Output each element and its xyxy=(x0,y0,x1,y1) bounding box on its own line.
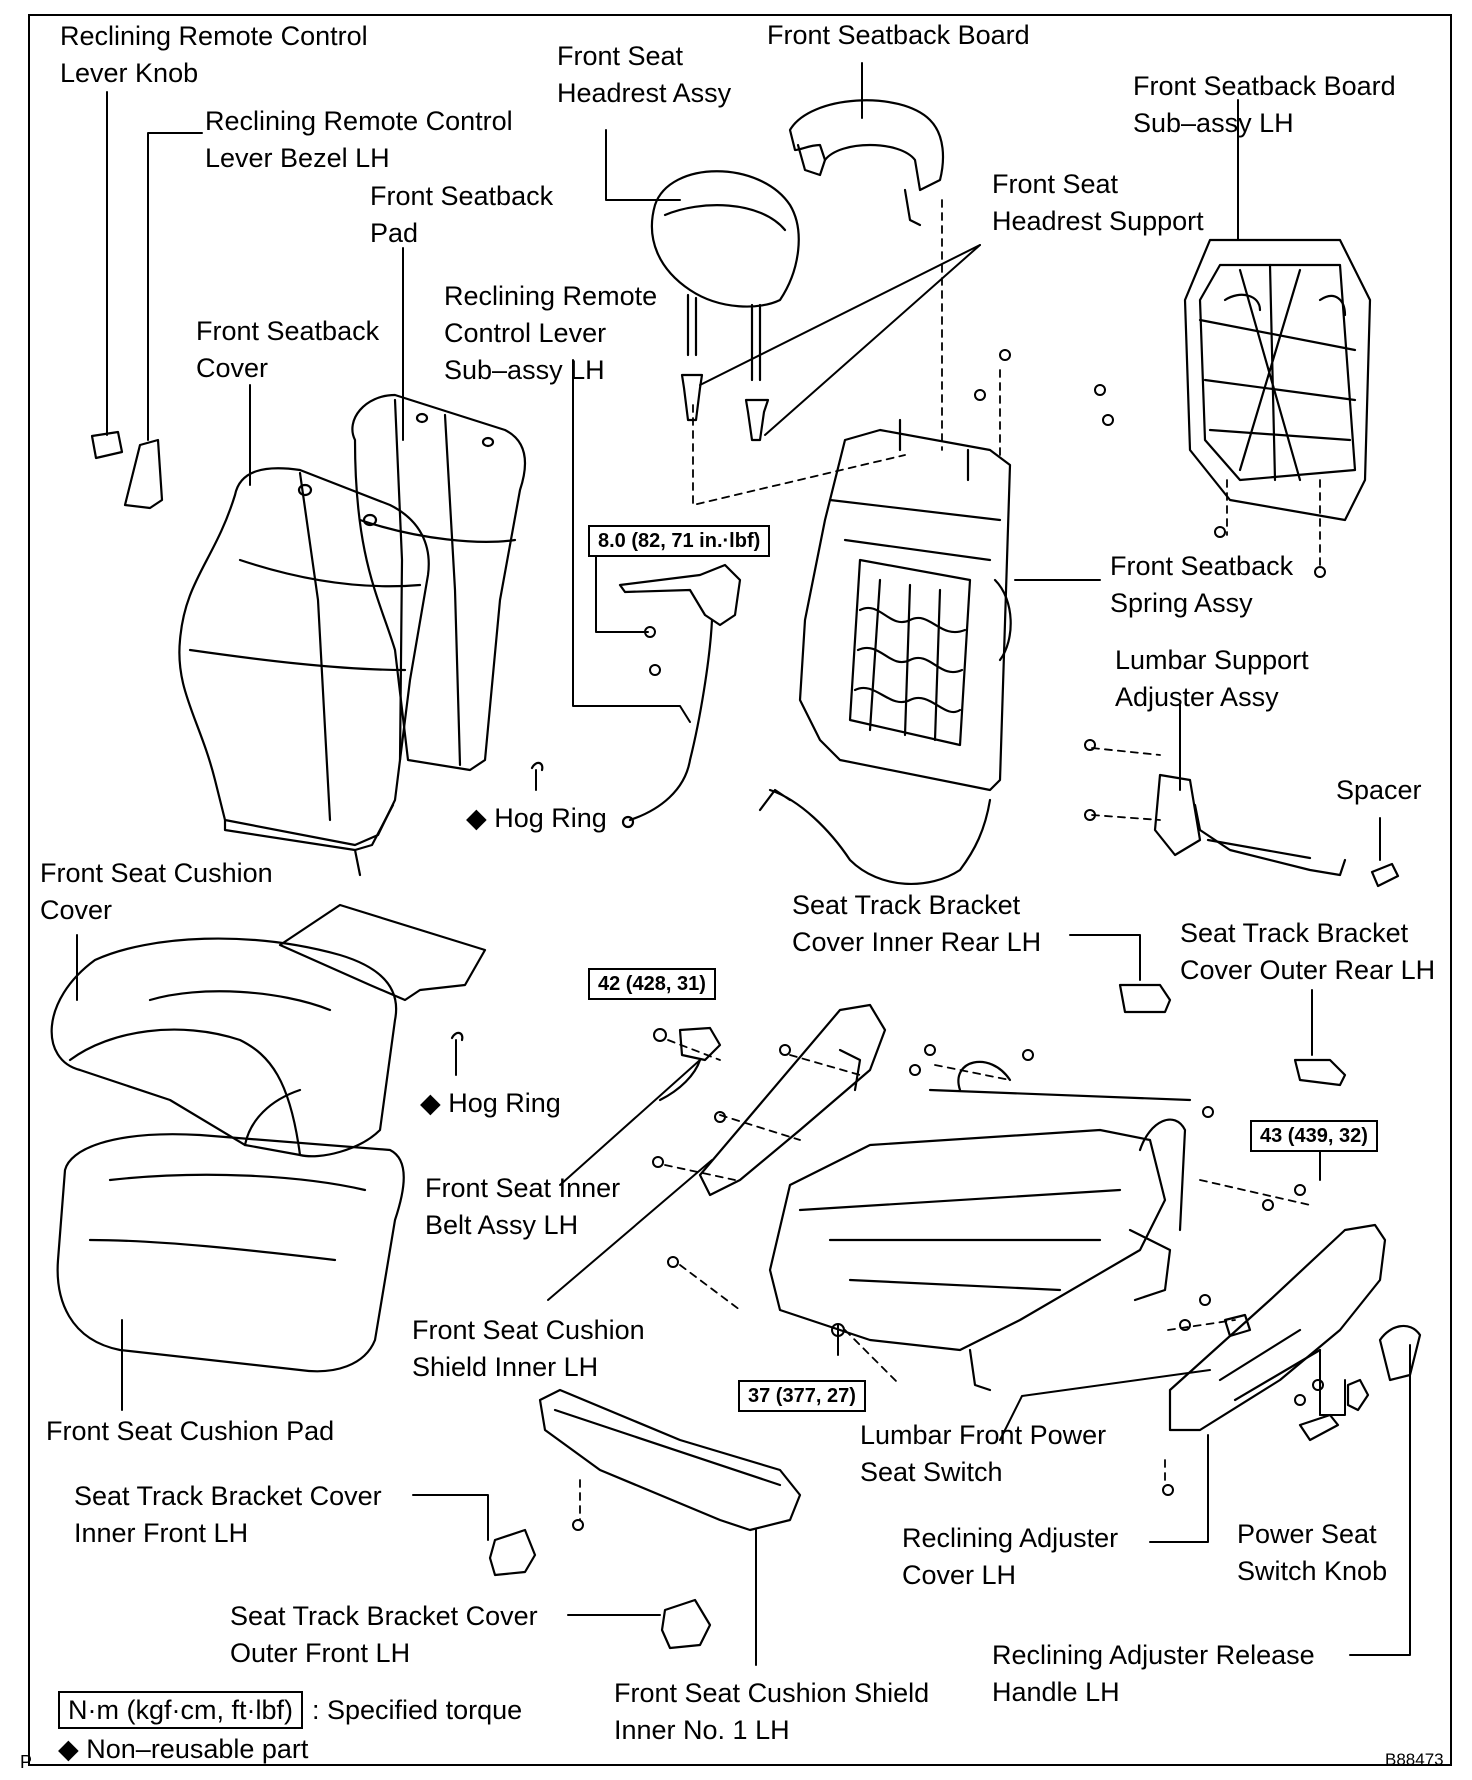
lumbar-switch-part xyxy=(1223,1313,1252,1338)
legend-nonreusable: ◆ Non–reusable part xyxy=(58,1734,309,1764)
spacer-part xyxy=(1370,862,1400,888)
legend-unit-desc: : Specified torque xyxy=(312,1695,523,1725)
remote-lever-part xyxy=(618,563,742,829)
label-spacer: Spacer xyxy=(1336,775,1422,805)
inner-belt-part xyxy=(658,1026,722,1102)
lever-bezel-part xyxy=(123,438,164,510)
harness-part xyxy=(758,788,992,885)
track-cover-outer-front-part xyxy=(660,1598,712,1650)
cushion-cover-part xyxy=(50,937,398,1158)
headrest-support-left xyxy=(680,373,704,422)
seatback-cover-part xyxy=(178,467,430,877)
torque-box-3: 43 (439, 32) xyxy=(1250,1120,1378,1152)
torque-box-4: 37 (377, 27) xyxy=(738,1380,866,1412)
cushion-shield-inner-part xyxy=(698,1003,887,1197)
label-seatback-board: Front Seatback Board xyxy=(767,20,1030,50)
legend-unit-box: N·m (kgf·cm, ft·lbf) xyxy=(58,1691,303,1729)
cushion-pad-part xyxy=(56,1133,405,1373)
lever-knob-part xyxy=(90,430,124,460)
label-hog-ring-lower: ◆ Hog Ring xyxy=(420,1088,561,1118)
track-cover-outer-rear-part xyxy=(1293,1058,1347,1087)
seatback-pad-part xyxy=(351,393,527,772)
track-cover-inner-front-part xyxy=(488,1528,537,1577)
figure-id: B88473 xyxy=(1385,1750,1444,1769)
hog-ring-lower xyxy=(450,1031,464,1042)
torque-box-2: 42 (428, 31) xyxy=(588,968,716,1000)
bolts xyxy=(572,349,1326,1531)
hog-ring-upper xyxy=(530,761,544,772)
shield-no1-part xyxy=(538,1388,802,1532)
torque-box-1: 8.0 (82, 71 in.·lbf) xyxy=(588,525,771,557)
headrest-support-right xyxy=(744,398,770,442)
corner-mark: P xyxy=(20,1752,33,1772)
reclining-adjuster-cover-part xyxy=(1168,1223,1387,1432)
lumbar-adjuster-part xyxy=(1153,773,1347,877)
seatback-board-part xyxy=(788,99,945,227)
dashed-assembly-lines xyxy=(579,199,1321,1521)
label-cushion-pad: Front Seat Cushion Pad xyxy=(46,1416,335,1446)
seatback-board-subassy-part xyxy=(1183,238,1372,522)
switch-knob-part xyxy=(1298,1378,1370,1442)
cushion-sheet xyxy=(278,903,487,1002)
seatback-spring-assy-part xyxy=(798,418,1012,792)
headrest-part xyxy=(650,170,800,382)
seat-frame-part xyxy=(768,1060,1192,1392)
release-handle-part xyxy=(1378,1324,1422,1382)
track-cover-inner-rear-part xyxy=(1118,983,1172,1014)
diagram-frame xyxy=(28,14,1452,1766)
label-hog-ring-upper: ◆ Hog Ring xyxy=(466,803,607,833)
